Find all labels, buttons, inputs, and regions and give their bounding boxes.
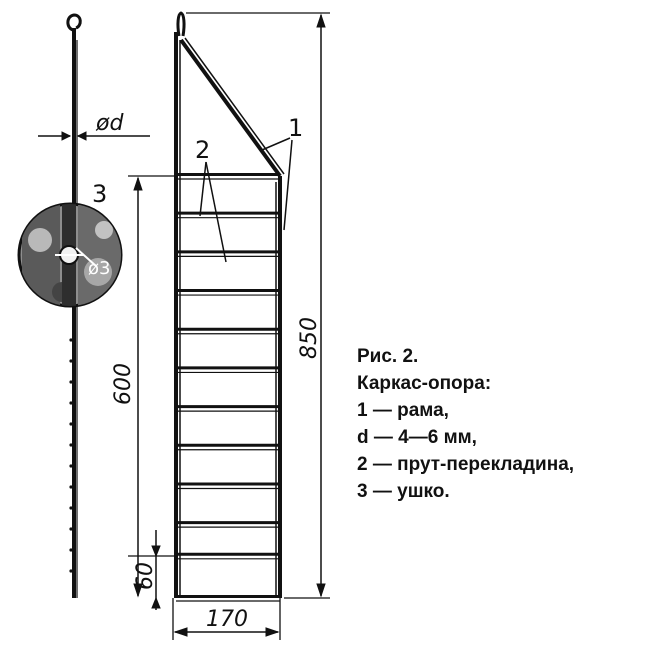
dimension-850 [186,12,330,599]
caption-item-crossbar: 2 — прут-перекладина, [357,454,575,475]
callout-2-label: 2 [195,136,210,164]
frame-top-hook [176,11,186,37]
dimension-850-label: 850 [297,317,322,359]
caption-title: Рис. 2. [357,346,419,367]
crossbars [176,173,280,602]
dimension-600-label: 600 [111,363,136,405]
rod-notch-0 [69,338,73,342]
callout-2-leaders [199,161,227,263]
dimension-60-label: 60 [133,562,158,590]
rod-diameter-label: ød [95,111,124,136]
rod-notch-5 [69,443,73,447]
caption-subtitle: Каркас-опора: [357,373,492,394]
dimension-170-label: 170 [206,607,248,632]
rod-notch-2 [69,380,73,384]
callout-3-label: 3 [92,180,107,208]
rod-diameter-mark [38,131,150,141]
figure-caption: Рис. 2. Каркас-опора: 1 — рама, d — 4—6 … [357,343,642,505]
rod-notch-11 [69,569,73,573]
rod-notch-7 [69,485,73,489]
dimension-170 [172,598,281,640]
dimension-600 [128,175,176,598]
rod-notch-1 [69,359,73,363]
rod-notch-3 [69,401,73,405]
rod-notch-8 [69,506,73,510]
rod-notch-9 [69,527,73,531]
callout-1-leaders [261,137,293,231]
frame-diagonal-inner [184,37,285,175]
eyelet-detail [17,202,123,308]
eyelet-hole-diameter-label: ø3 [88,258,110,279]
caption-item-eyelet: 3 — ушко. [357,481,450,502]
side-rod [66,13,82,598]
ladder-frame [174,11,285,598]
rod-notch-10 [69,548,73,552]
rod-notch-6 [69,464,73,468]
rod-notches [69,338,73,573]
callout-1-label: 1 [288,114,303,142]
caption-item-diameter: d — 4—6 мм, [357,427,477,448]
rod-notch-4 [69,422,73,426]
dimension-60 [128,530,176,610]
frame-diagonal [179,38,282,178]
caption-item-frame: 1 — рама, [357,400,449,421]
rod-hook [66,13,82,32]
